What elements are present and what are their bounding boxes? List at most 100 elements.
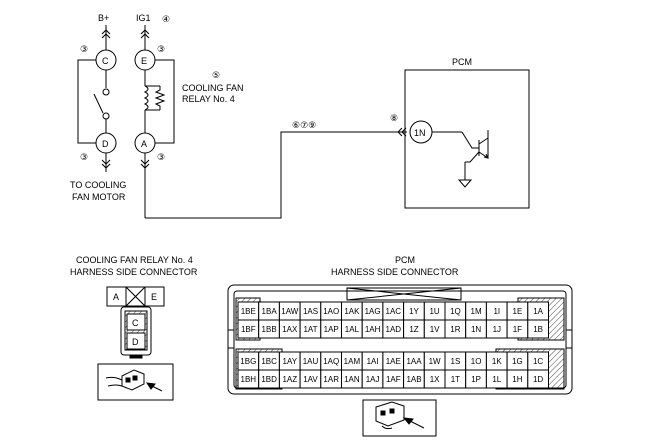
pcm-pin-label: 1BF [241,325,256,334]
pcm-pin-label: 1A [533,307,543,316]
pcm-pin-label: 1K [492,357,502,366]
pcm-pin-label: 1AW [281,307,298,316]
pcm-pin-label: 1AF [386,375,401,384]
relay-connector-title-1: COOLING FAN RELAY No. 4 [76,255,193,265]
pcm-pin-label: 1T [451,375,460,384]
resistor-icon [154,86,166,110]
terminal-a-note: ③ [157,152,165,162]
pcm-pin-label: 1D [533,375,543,384]
pcm-pin-label: 1F [513,325,522,334]
pcm-pin-label: 1AO [323,307,339,316]
signal-wire [145,131,407,219]
b-plus-label: B+ [98,13,109,23]
relay-pin-e-label: E [151,292,157,302]
connector-view-icon [97,363,174,401]
chevron-up-icon [140,29,150,35]
pcm-pin-label: 1I [493,307,500,316]
pcm-pin-label: 1N [471,325,481,334]
pcm-pin-label: 1BG [240,357,256,366]
relay-pin-c [126,313,146,331]
relay-label-line1: COOLING FAN [182,83,244,93]
chevron-up-icon [101,29,111,35]
pcm-pin-label: 1AH [365,325,381,334]
pcm-pin-label: 1BH [241,375,257,384]
pcm-pin-label: 1AN [344,375,360,384]
relay-connector: COOLING FAN RELAY No. 4 HARNESS SIDE CON… [70,255,198,401]
pcm-pin-label: 1W [429,357,441,366]
terminal-e-note: ③ [157,44,165,54]
pcm-pin-label: 1X [430,375,440,384]
transistor-base [461,131,479,149]
pcm-pin-label: 1R [450,325,460,334]
pcm-pin-label: 1H [512,375,522,384]
pcm-pin-label: 1AC [386,307,402,316]
pcm-pin-label: 1AU [303,357,319,366]
ground-icon [457,179,473,188]
pcm-pin-label: 1V [430,325,440,334]
pcm-pin-label: 1AS [303,307,318,316]
pcm-pin-label: 1J [493,325,501,334]
connector-latch [346,287,462,301]
terminal-c-note: ③ [80,44,88,54]
ig1-label: IG1 [136,13,151,23]
pcm-pin-label: 1L [492,375,501,384]
pcm-pin-label: 1AK [344,307,360,316]
chevron-left-icon [397,127,403,137]
pcm-pin-label: 1AE [386,357,401,366]
pcm-box [404,69,530,209]
pcm-pin-label: 1BB [262,325,277,334]
pcm-pin-label: 1B [533,325,543,334]
pcm-pin-label: 1AG [365,307,381,316]
pcm-connector-housing [227,284,573,395]
pcm-title: PCM [452,57,472,67]
pcm-pin-cell [527,369,549,389]
terminal-e-label: E [141,56,147,66]
relay-pin-a-label: A [113,292,119,302]
relay-connector-title-2: HARNESS SIDE CONNECTOR [70,267,198,277]
pcm-pin-cell [527,319,549,339]
chevron-down-icon [101,159,111,165]
pcm-pin-label: 1AP [324,325,339,334]
pcm-pin-label: 1AV [303,375,318,384]
pcm-pin-label: 1AM [344,357,361,366]
pcm-pin-label: 1P [471,375,481,384]
pcm-pin-label: 1Z [409,325,418,334]
pcm-pin-label: 1BE [241,307,256,316]
ig1-note: ④ [162,14,170,24]
pcm-pin-label: 1Y [409,307,419,316]
relay-pin-d [126,332,146,350]
pcm-pin-label: 1BA [262,307,278,316]
relay-note: ⑤ [212,70,220,80]
terminal-c-label: C [102,56,109,66]
pcm-pin-label: 1AA [406,357,422,366]
pcm-pin-note: ⑧ [390,113,398,123]
relay-pin-d-label: D [132,337,139,347]
relay-switch [93,93,104,114]
terminal-d-label: D [102,139,109,149]
pcm-pin-label: 1AJ [366,375,380,384]
pcm-pin-label: 1AX [282,325,298,334]
pcm-connector-view-icon [362,399,437,437]
pcm-pin-label: 1AB [406,375,421,384]
pcm-pin-label: 1AI [367,357,379,366]
pcm-pin-label: 1AD [386,325,402,334]
pcm-pin-label: 1Q [450,307,461,316]
pcm-pin-label: 1AR [323,375,339,384]
relay-label-line2: RELAY No. 4 [182,94,235,104]
pcm-pin-label: 1AQ [323,357,339,366]
terminal-d-note: ③ [80,152,88,162]
pcm-pin-label: 1C [533,357,543,366]
pcm-pin-label: 1AT [303,325,317,334]
pcm-connector-title-2: HARNESS SIDE CONNECTOR [331,267,459,277]
pcm-pin-label: 1M [471,307,482,316]
pcm-pin-label: 1U [429,307,439,316]
pcm-pin-label: 1AY [283,357,298,366]
relay-pin-c-label: C [132,318,139,328]
motor-label-line1: TO COOLING [70,180,126,190]
pcm-pin-label: 1BC [261,357,277,366]
pcm-pin-label: 1AZ [282,375,297,384]
schematic: B+ IG1 ④ C E D A ③ ③ ③ ③ [70,13,530,219]
